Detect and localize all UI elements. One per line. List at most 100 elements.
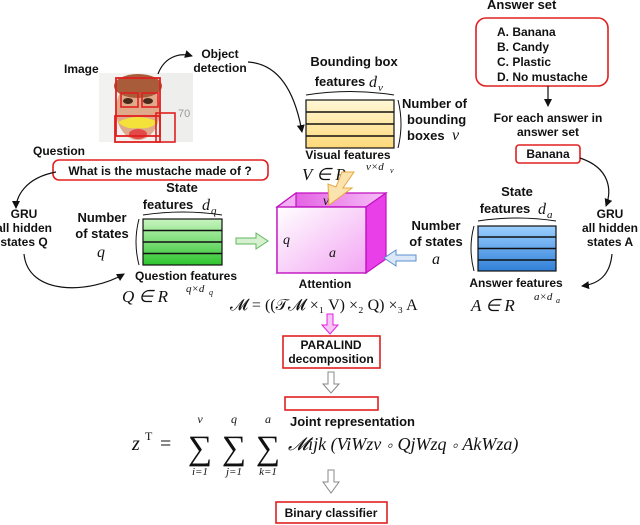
detection-to-visual-arrow [247, 61, 305, 133]
joint-lhs-sup: T [145, 429, 153, 443]
answer-matrix-sup: a×d [534, 291, 553, 303]
sum1-top: v [197, 412, 203, 426]
attention-formula: 𝓜 = ((𝒯𝓜 ×₁ V) ×₂ Q) ×₃ A [230, 297, 418, 314]
visual-matrix-expr: V ∈ R [302, 165, 346, 184]
gru-a-to-features-arrow [581, 253, 613, 290]
attention-cube [275, 191, 388, 275]
sum3-sigma: ∑ [256, 430, 280, 467]
bbox-dim-sub: v [378, 82, 383, 94]
q-count-var: q [97, 244, 105, 261]
answer-option-d: D. No mustache [497, 70, 588, 84]
joint-equals: = [160, 433, 171, 455]
answer-option-c: C. Plastic [497, 55, 551, 69]
gru-q-to-features-arrow [23, 253, 125, 289]
for-each-line1: For each answer in [494, 111, 603, 125]
answer-features-caption: Answer features [469, 276, 563, 290]
question-feature-matrix [142, 218, 223, 266]
question-label: Question [33, 144, 85, 158]
question-to-attention-arrow [235, 232, 269, 250]
paralind-to-joint-arrow [321, 371, 341, 394]
a-features-title2: features [480, 201, 531, 216]
question-matrix-sup-sub: q [209, 288, 213, 297]
selected-answer-text: Banana [526, 147, 570, 161]
attention-to-paralind-arrow [320, 313, 340, 335]
answer-to-gru-arrow [579, 157, 613, 207]
object-detection-line1: Object [201, 47, 238, 61]
answer-set-box [475, 17, 609, 87]
q-dim-sub: q [211, 205, 217, 217]
a-count-line2: of states [409, 234, 462, 249]
attention-front-label: a [329, 246, 336, 261]
q-dim-symbol: d [202, 197, 211, 214]
q-count-line1: Number [77, 210, 126, 225]
q-count-line2: of states [75, 226, 128, 241]
question-text: What is the mustache made of ? [68, 164, 251, 178]
visual-matrix-sup-sub: v [390, 166, 394, 175]
answer-option-b: B. Candy [497, 40, 549, 54]
paralind-box [282, 335, 381, 369]
sum2-sigma: ∑ [222, 430, 246, 467]
joint-representation-label: Joint representation [290, 414, 415, 429]
bbox-dim-symbol: d [369, 74, 378, 91]
visual-to-attention-arrow [327, 171, 355, 206]
visual-matrix-sup: v×d [366, 161, 384, 173]
sum2-bottom: j=1 [224, 466, 242, 478]
visual-feature-matrix [305, 99, 395, 149]
q-features-title1: State [166, 180, 198, 195]
answer-option-a: A. Banana [497, 25, 556, 39]
answer-matrix-sup-sub: a [556, 296, 560, 305]
gru-q-line2: all hidden [0, 221, 52, 235]
bbox-features-title1: Bounding box [310, 54, 398, 69]
attention-label: Attention [299, 277, 352, 291]
bbox-count-var: v [452, 127, 460, 144]
a-count-line1: Number [411, 218, 460, 233]
paralind-line1: PARALIND [300, 338, 361, 352]
question-matrix-expr: Q ∈ R [122, 287, 169, 306]
gru-q-line3: states Q [0, 235, 47, 249]
object-detection-line2: detection [193, 61, 246, 75]
q-features-title2: features [143, 197, 194, 212]
gru-a-line2: all hidden [582, 221, 638, 235]
joint-lhs: z [131, 433, 140, 455]
for-each-line2: answer set [517, 125, 579, 139]
attention-top-label: v [323, 194, 330, 209]
joint-to-classifier-arrow [322, 469, 340, 494]
joint-representation-box [284, 396, 379, 411]
answer-matrix-expr: A ∈ R [470, 296, 515, 315]
a-dim-sub: a [547, 209, 553, 221]
image-to-detection-arrow [157, 50, 193, 75]
question-to-gru-arrow [12, 171, 57, 209]
sum2-top: q [231, 412, 237, 426]
sum3-top: a [265, 412, 271, 426]
image-board-text: 70 [178, 108, 190, 120]
answer-to-attention-arrow [383, 249, 417, 267]
bbox-count-line1: Number of [402, 96, 468, 111]
a-features-title1: State [501, 184, 533, 199]
sum1-bottom: i=1 [192, 466, 208, 478]
sum1-sigma: ∑ [188, 430, 212, 467]
answer-set-title: Answer set [487, 0, 557, 12]
gru-q-line1: GRU [11, 207, 38, 221]
a-dim-symbol: d [538, 201, 547, 218]
sum3-bottom: k=1 [259, 466, 277, 478]
question-matrix-sup: q×d [186, 283, 205, 295]
bbox-count-line3: boxes [407, 128, 445, 143]
binary-classifier-box [275, 501, 388, 524]
question-box [52, 159, 269, 181]
image-label: Image [64, 62, 99, 76]
binary-classifier-label: Binary classifier [285, 506, 378, 520]
question-features-caption: Question features [135, 269, 237, 283]
bbox-features-title2: features [315, 74, 366, 89]
bbox-count-line2: bounding [407, 112, 466, 127]
a-count-var: a [432, 251, 440, 268]
attention-left-label: q [283, 233, 290, 248]
joint-body: 𝓜ijk (ViWzv ∘ QjWzq ∘ AkWza) [288, 434, 518, 455]
visual-features-caption: Visual features [305, 148, 390, 162]
gru-a-line1: GRU [597, 207, 624, 221]
answer-feature-matrix [477, 225, 557, 272]
gru-a-line3: states A [587, 235, 634, 249]
input-image: 70 [99, 73, 193, 143]
selected-answer-box [515, 144, 581, 164]
